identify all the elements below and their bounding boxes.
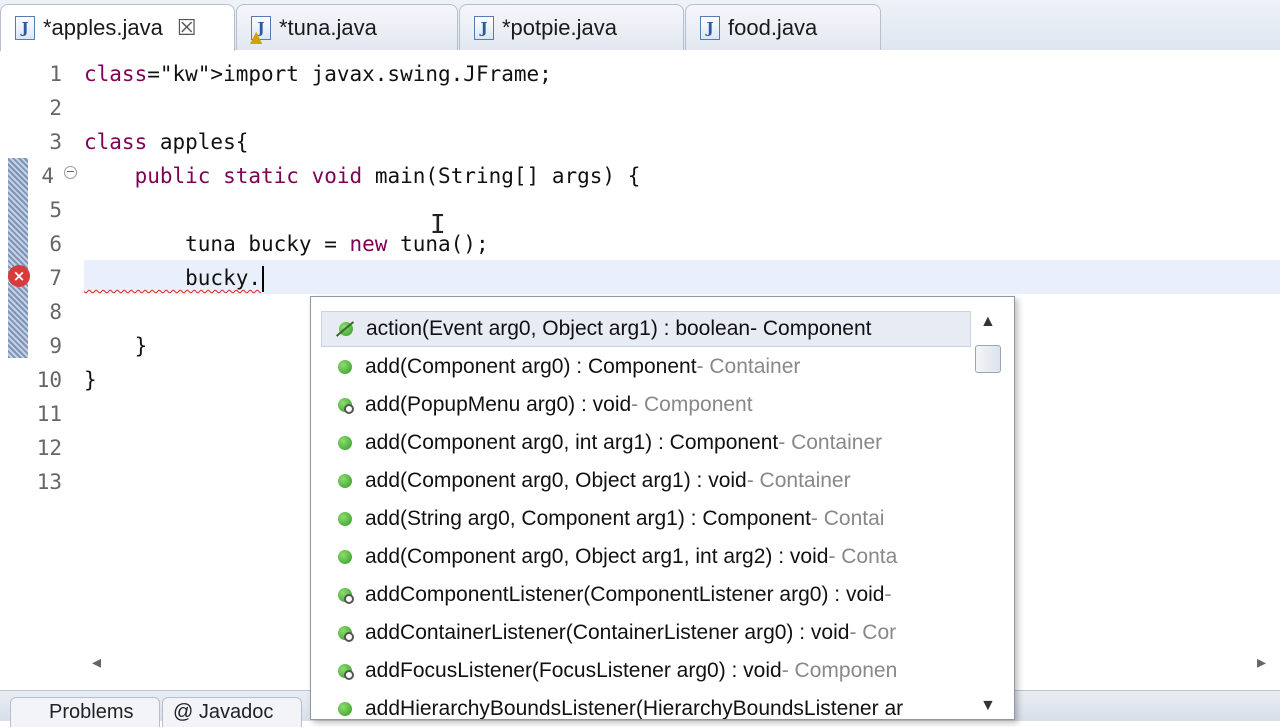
scroll-right-icon[interactable]: ▸ [1256,652,1266,672]
proposal-item[interactable]: add(Component arg0) : Component - Contai… [321,349,971,385]
code-line: } [84,368,97,392]
public-method-icon [335,471,355,491]
synchronized-method-icon [335,661,355,681]
text-caret [262,266,265,292]
proposal-item[interactable]: addHierarchyBoundsListener(HierarchyBoun… [321,691,971,719]
tab-problems[interactable]: Problems [10,697,160,727]
line-number: 13 [36,470,62,494]
error-squiggle-text: bucky. [84,266,262,290]
deprecated-method-icon [335,319,356,339]
tab-apples-java[interactable]: J *apples.java ☒ [0,4,235,51]
line-number: 1 [49,62,62,86]
editor-tab-bar: J *apples.java ☒ J▲ *tuna.java J *potpie… [0,0,1280,51]
proposal-item[interactable]: addContainerListener(ContainerListener a… [321,615,971,651]
code-line: tuna bucky = new tuna(); [84,232,489,256]
public-method-icon [335,547,355,567]
warning-icon: ▲ [250,26,263,46]
code-line-with-error: bucky. [84,266,265,292]
synchronized-method-icon [335,623,355,643]
public-method-icon [335,433,355,453]
java-file-icon: J [15,16,35,40]
mouse-ibeam-cursor-icon: I [430,210,446,240]
proposal-item[interactable]: add(PopupMenu arg0) : void - Component [321,387,971,423]
tab-food-java[interactable]: J food.java [685,4,881,50]
code-line: class="kw">import javax.swing.JFrame; [84,62,552,86]
java-file-icon: J [474,15,494,40]
proposal-item[interactable]: add(Component arg0, Object arg1) : void … [321,463,971,499]
proposal-item[interactable]: action(Event arg0, Object arg1) : boolea… [321,311,971,347]
proposal-scrollbar[interactable]: ▲ ▼ [974,313,1004,714]
line-number: 12 [36,436,62,460]
line-number: 10 [36,368,62,392]
proposal-item[interactable]: add(Component arg0, int arg1) : Componen… [321,425,971,461]
tab-label: *tuna.java [279,14,377,40]
code-line: } [84,334,148,358]
tab-javadoc[interactable]: @ Javadoc [162,697,302,727]
proposal-item[interactable]: add(String arg0, Component arg1) : Compo… [321,501,971,537]
code-line: public static void main(String[] args) { [134,164,641,188]
line-number: 4 [41,164,54,188]
current-line-highlight [84,260,1280,294]
proposal-item[interactable]: add(Component arg0, Object arg1, int arg… [321,539,971,575]
proposal-item[interactable]: addFocusListener(FocusListener arg0) : v… [321,653,971,689]
line-number: 8 [49,300,62,324]
scroll-thumb[interactable] [975,345,1001,373]
line-number: 3 [49,130,62,154]
line-number: 6 [49,232,62,256]
tab-label: food.java [728,14,818,40]
public-method-icon [335,357,355,377]
line-number: 9 [49,334,62,358]
tab-label: *potpie.java [502,14,617,40]
fold-collapse-icon[interactable]: − [64,165,77,179]
tab-label: *apples.java [43,15,163,40]
public-method-icon [335,699,355,719]
tab-tuna-java[interactable]: J▲ *tuna.java [236,4,458,50]
line-number: 11 [36,402,62,426]
line-number: 7 [49,266,62,290]
synchronized-method-icon [335,585,355,605]
scroll-down-icon[interactable]: ▼ [980,697,996,714]
synchronized-method-icon [335,395,355,415]
content-assist-popup[interactable]: action(Event arg0, Object arg1) : boolea… [310,296,1015,720]
public-method-icon [335,509,355,529]
scroll-left-icon[interactable]: ◂ [92,652,102,672]
java-file-icon: J▲ [250,15,271,46]
tab-potpie-java[interactable]: J *potpie.java [459,4,684,50]
scroll-up-icon[interactable]: ▲ [980,313,996,330]
java-file-icon: J [700,15,720,40]
proposal-list[interactable]: action(Event arg0, Object arg1) : boolea… [311,297,973,719]
line-number: 5 [49,198,62,222]
proposal-item[interactable]: addComponentListener(ComponentListener a… [321,577,971,613]
change-ruler [8,158,28,358]
close-icon[interactable]: ☒ [176,15,197,40]
error-marker-icon[interactable]: × [8,265,30,287]
line-number: 2 [49,96,62,120]
code-line: class apples{ [84,130,249,154]
